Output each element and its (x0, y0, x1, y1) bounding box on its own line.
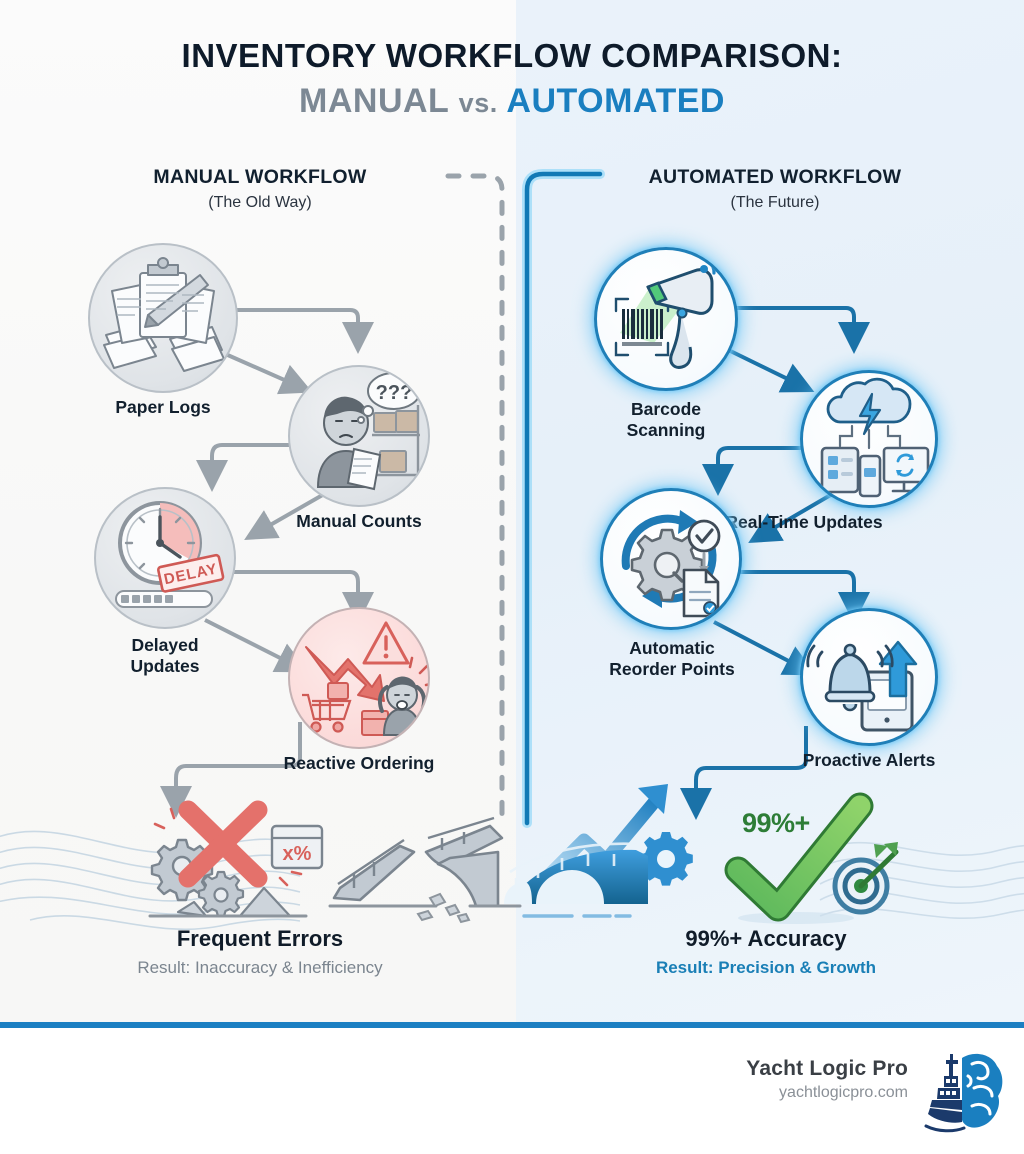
barcode-scanner-icon (594, 247, 738, 391)
automated-result-sub: Result: Precision & Growth (655, 958, 877, 977)
automated-step-real-time-updates[interactable]: Real-Time Updates (725, 370, 938, 532)
yacht-brain-logo (924, 1053, 1003, 1133)
manual-step-label: Delayed Updates (35, 635, 295, 678)
manual-step-reactive-ordering[interactable]: Reactive Ordering (284, 607, 434, 773)
automated-step-label-line1: Barcode (630, 399, 702, 419)
brand-url: yachtlogicpro.com (779, 1084, 908, 1101)
automated-step-proactive-alerts[interactable]: Proactive Alerts (800, 608, 938, 770)
manual-result-headline: Frequent Errors (176, 926, 344, 951)
paper-stack-icon (88, 243, 238, 393)
automated-step-label-line2: Reorder Points (609, 659, 735, 680)
accuracy-badge: 99%+ (742, 808, 810, 838)
manual-column-header: MANUAL WORKFLOW (The Old Way) (60, 166, 460, 212)
manual-subheading: (The Old Way) (208, 194, 312, 211)
svg-text:???: ??? (376, 382, 413, 404)
manual-result: Frequent Errors Result: Inaccuracy & Ine… (50, 926, 470, 978)
declining-chart-panic-icon (288, 607, 430, 749)
manual-step-paper-logs[interactable]: Paper Logs (88, 243, 238, 417)
title-automated-word: AUTOMATED (506, 81, 725, 120)
automated-column-header: AUTOMATED WORKFLOW (The Future) (575, 166, 975, 212)
title-vs-word: vs. (458, 87, 498, 118)
footer (0, 1028, 1024, 1154)
automated-step-label-line2: Scanning (626, 420, 706, 441)
title-manual-word: MANUAL (299, 81, 449, 120)
brand-name: Yacht Logic Pro (746, 1057, 908, 1080)
title-line-2: MANUAL vs. AUTOMATED (0, 80, 1024, 123)
manual-result-sub: Result: Inaccuracy & Inefficiency (137, 958, 383, 977)
gear-refresh-document-icon (600, 488, 742, 630)
manual-step-delayed-updates[interactable]: DELAY Delayed Updates (94, 487, 236, 676)
automated-result-headline: 99%+ Accuracy (685, 926, 847, 951)
bell-alert-tablet-icon (800, 608, 938, 746)
cloud-sync-devices-icon (800, 370, 938, 508)
footer-divider-rule (0, 1022, 1024, 1028)
manual-step-label: Manual Counts (296, 511, 422, 531)
brand-text-block: Yacht Logic Pro yachtlogicpro.com (746, 1057, 908, 1102)
automated-result: 99%+ Accuracy Result: Precision & Growth (556, 926, 976, 978)
manual-step-manual-counts[interactable]: ??? Manual Counts (288, 365, 430, 531)
automated-step-automatic-reorder-points[interactable]: Automatic Reorder Points (600, 488, 742, 679)
automated-step-label: Proactive Alerts (802, 750, 936, 770)
automated-step-barcode-scanning[interactable]: Barcode Scanning (594, 247, 738, 440)
automated-subheading: (The Future) (730, 194, 820, 211)
automated-step-label: Automatic Reorder Points (542, 638, 802, 681)
manual-step-label: Paper Logs (115, 397, 211, 417)
title-line-1: INVENTORY WORKFLOW COMPARISON: (181, 37, 843, 74)
automated-heading: AUTOMATED WORKFLOW (648, 166, 902, 188)
automated-step-label: Barcode Scanning (536, 399, 796, 442)
automated-step-label-line1: Automatic (629, 638, 715, 658)
confused-worker-icon: ??? (288, 365, 430, 507)
clock-delay-icon: DELAY (94, 487, 236, 629)
page-title: INVENTORY WORKFLOW COMPARISON: MANUAL vs… (0, 36, 1024, 122)
manual-heading: MANUAL WORKFLOW (153, 166, 367, 188)
manual-step-label-line2: Updates (130, 656, 200, 677)
manual-step-label: Reactive Ordering (283, 753, 435, 773)
manual-step-label-line1: Delayed (131, 635, 199, 655)
